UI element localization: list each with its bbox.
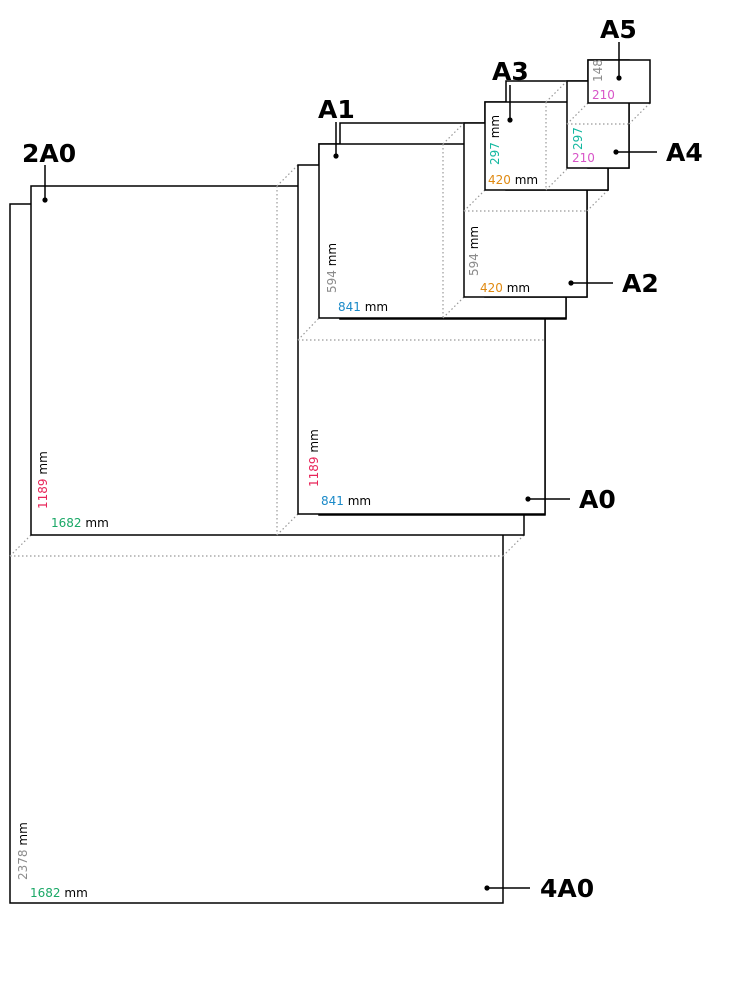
label-4a0: 4A0 <box>540 874 594 903</box>
dim-a1-short: 841 mm <box>338 300 388 314</box>
dim-a2-short: 420 mm <box>480 281 530 295</box>
leader-a4 <box>613 149 657 155</box>
fold-line <box>586 189 609 212</box>
fold-line <box>276 164 299 187</box>
leader-dot <box>568 280 574 286</box>
label-a0: A0 <box>579 485 616 514</box>
fold-line <box>442 296 465 319</box>
dim-4a0-long: 2378 mm <box>16 822 30 880</box>
dim-a3-short: 420 mm <box>488 173 538 187</box>
fold-line <box>566 102 589 125</box>
leader-dot <box>525 496 531 502</box>
label-a3: A3 <box>492 57 529 86</box>
dim-a4-long: 297 <box>571 127 585 150</box>
fold-line <box>502 534 525 557</box>
leader-a0 <box>525 496 570 502</box>
leader-a1 <box>333 122 339 159</box>
dim-a2-long: 594 mm <box>467 226 481 276</box>
leader-dot <box>484 885 490 891</box>
dim-a4-short: 210 <box>572 151 595 165</box>
leader-dot <box>616 75 622 81</box>
fold-line <box>276 513 299 536</box>
label-a1: A1 <box>318 95 355 124</box>
fold-line <box>297 317 320 341</box>
fold-line <box>545 168 568 191</box>
leader-2a0 <box>42 165 48 203</box>
leader-dot <box>613 149 619 155</box>
dim-a5-short: 210 <box>592 88 615 102</box>
fold-line <box>545 80 568 103</box>
leader-a2 <box>568 280 613 286</box>
dim-2a0-long: 1189 mm <box>36 451 50 509</box>
dim-a5-long: 148 <box>591 59 605 82</box>
label-a4: A4 <box>666 138 703 167</box>
dim-a0-short: 841 mm <box>321 494 371 508</box>
dim-a3-long: 297 mm <box>488 115 502 165</box>
leader-dot <box>42 197 48 203</box>
dim-4a0-short: 1682 mm <box>30 886 88 900</box>
leader-4a0 <box>484 885 530 891</box>
leader-a3 <box>507 85 513 123</box>
dim-a1-long: 594 mm <box>325 243 339 293</box>
dim-a0-long: 1189 mm <box>307 429 321 487</box>
label-a5: A5 <box>600 15 637 44</box>
fold-line <box>463 189 486 212</box>
fold-line <box>628 102 651 125</box>
fold-line <box>442 122 465 145</box>
leader-dot <box>507 117 513 123</box>
leader-dot <box>333 153 339 159</box>
label-a2: A2 <box>622 269 659 298</box>
dim-2a0-short: 1682 mm <box>51 516 109 530</box>
fold-line <box>9 534 32 557</box>
label-2a0: 2A0 <box>22 139 76 168</box>
leader-a5 <box>616 42 622 81</box>
